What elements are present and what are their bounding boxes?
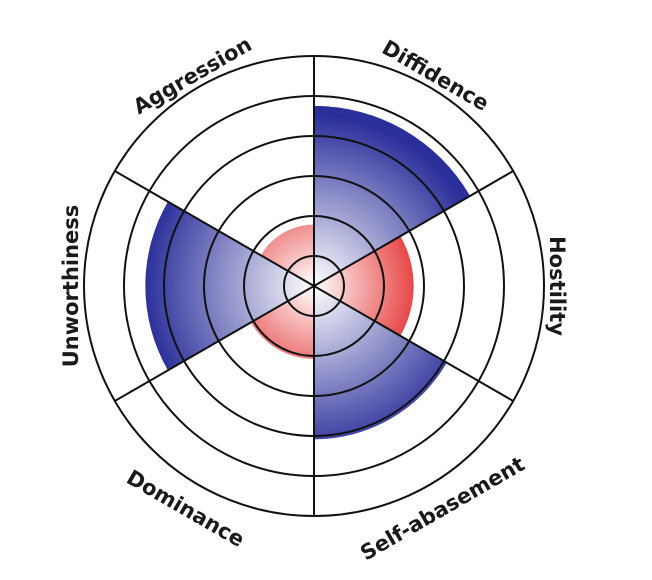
- category-label-dominance: Dominance: [122, 465, 248, 552]
- category-label-diffidence: Diffidence: [378, 35, 493, 115]
- sector-diffidence: [314, 105, 471, 286]
- sector-dominance: [250, 286, 314, 359]
- category-label-self-abasement: Self-abasement: [356, 452, 528, 565]
- category-label-unworthiness: Unworthiness: [59, 205, 83, 368]
- grid-spoke: [114, 285, 315, 402]
- grid-spoke: [313, 285, 514, 402]
- grid-spoke: [114, 170, 315, 287]
- sector-hostility: [314, 236, 414, 336]
- sector-self-abasement: [314, 286, 447, 440]
- sector-unworthiness: [145, 201, 314, 371]
- category-label-hostility: Hostility: [545, 236, 569, 336]
- sector-aggression: [260, 224, 314, 286]
- category-label-aggression: Aggression: [129, 32, 256, 119]
- grid-spoke: [313, 170, 514, 287]
